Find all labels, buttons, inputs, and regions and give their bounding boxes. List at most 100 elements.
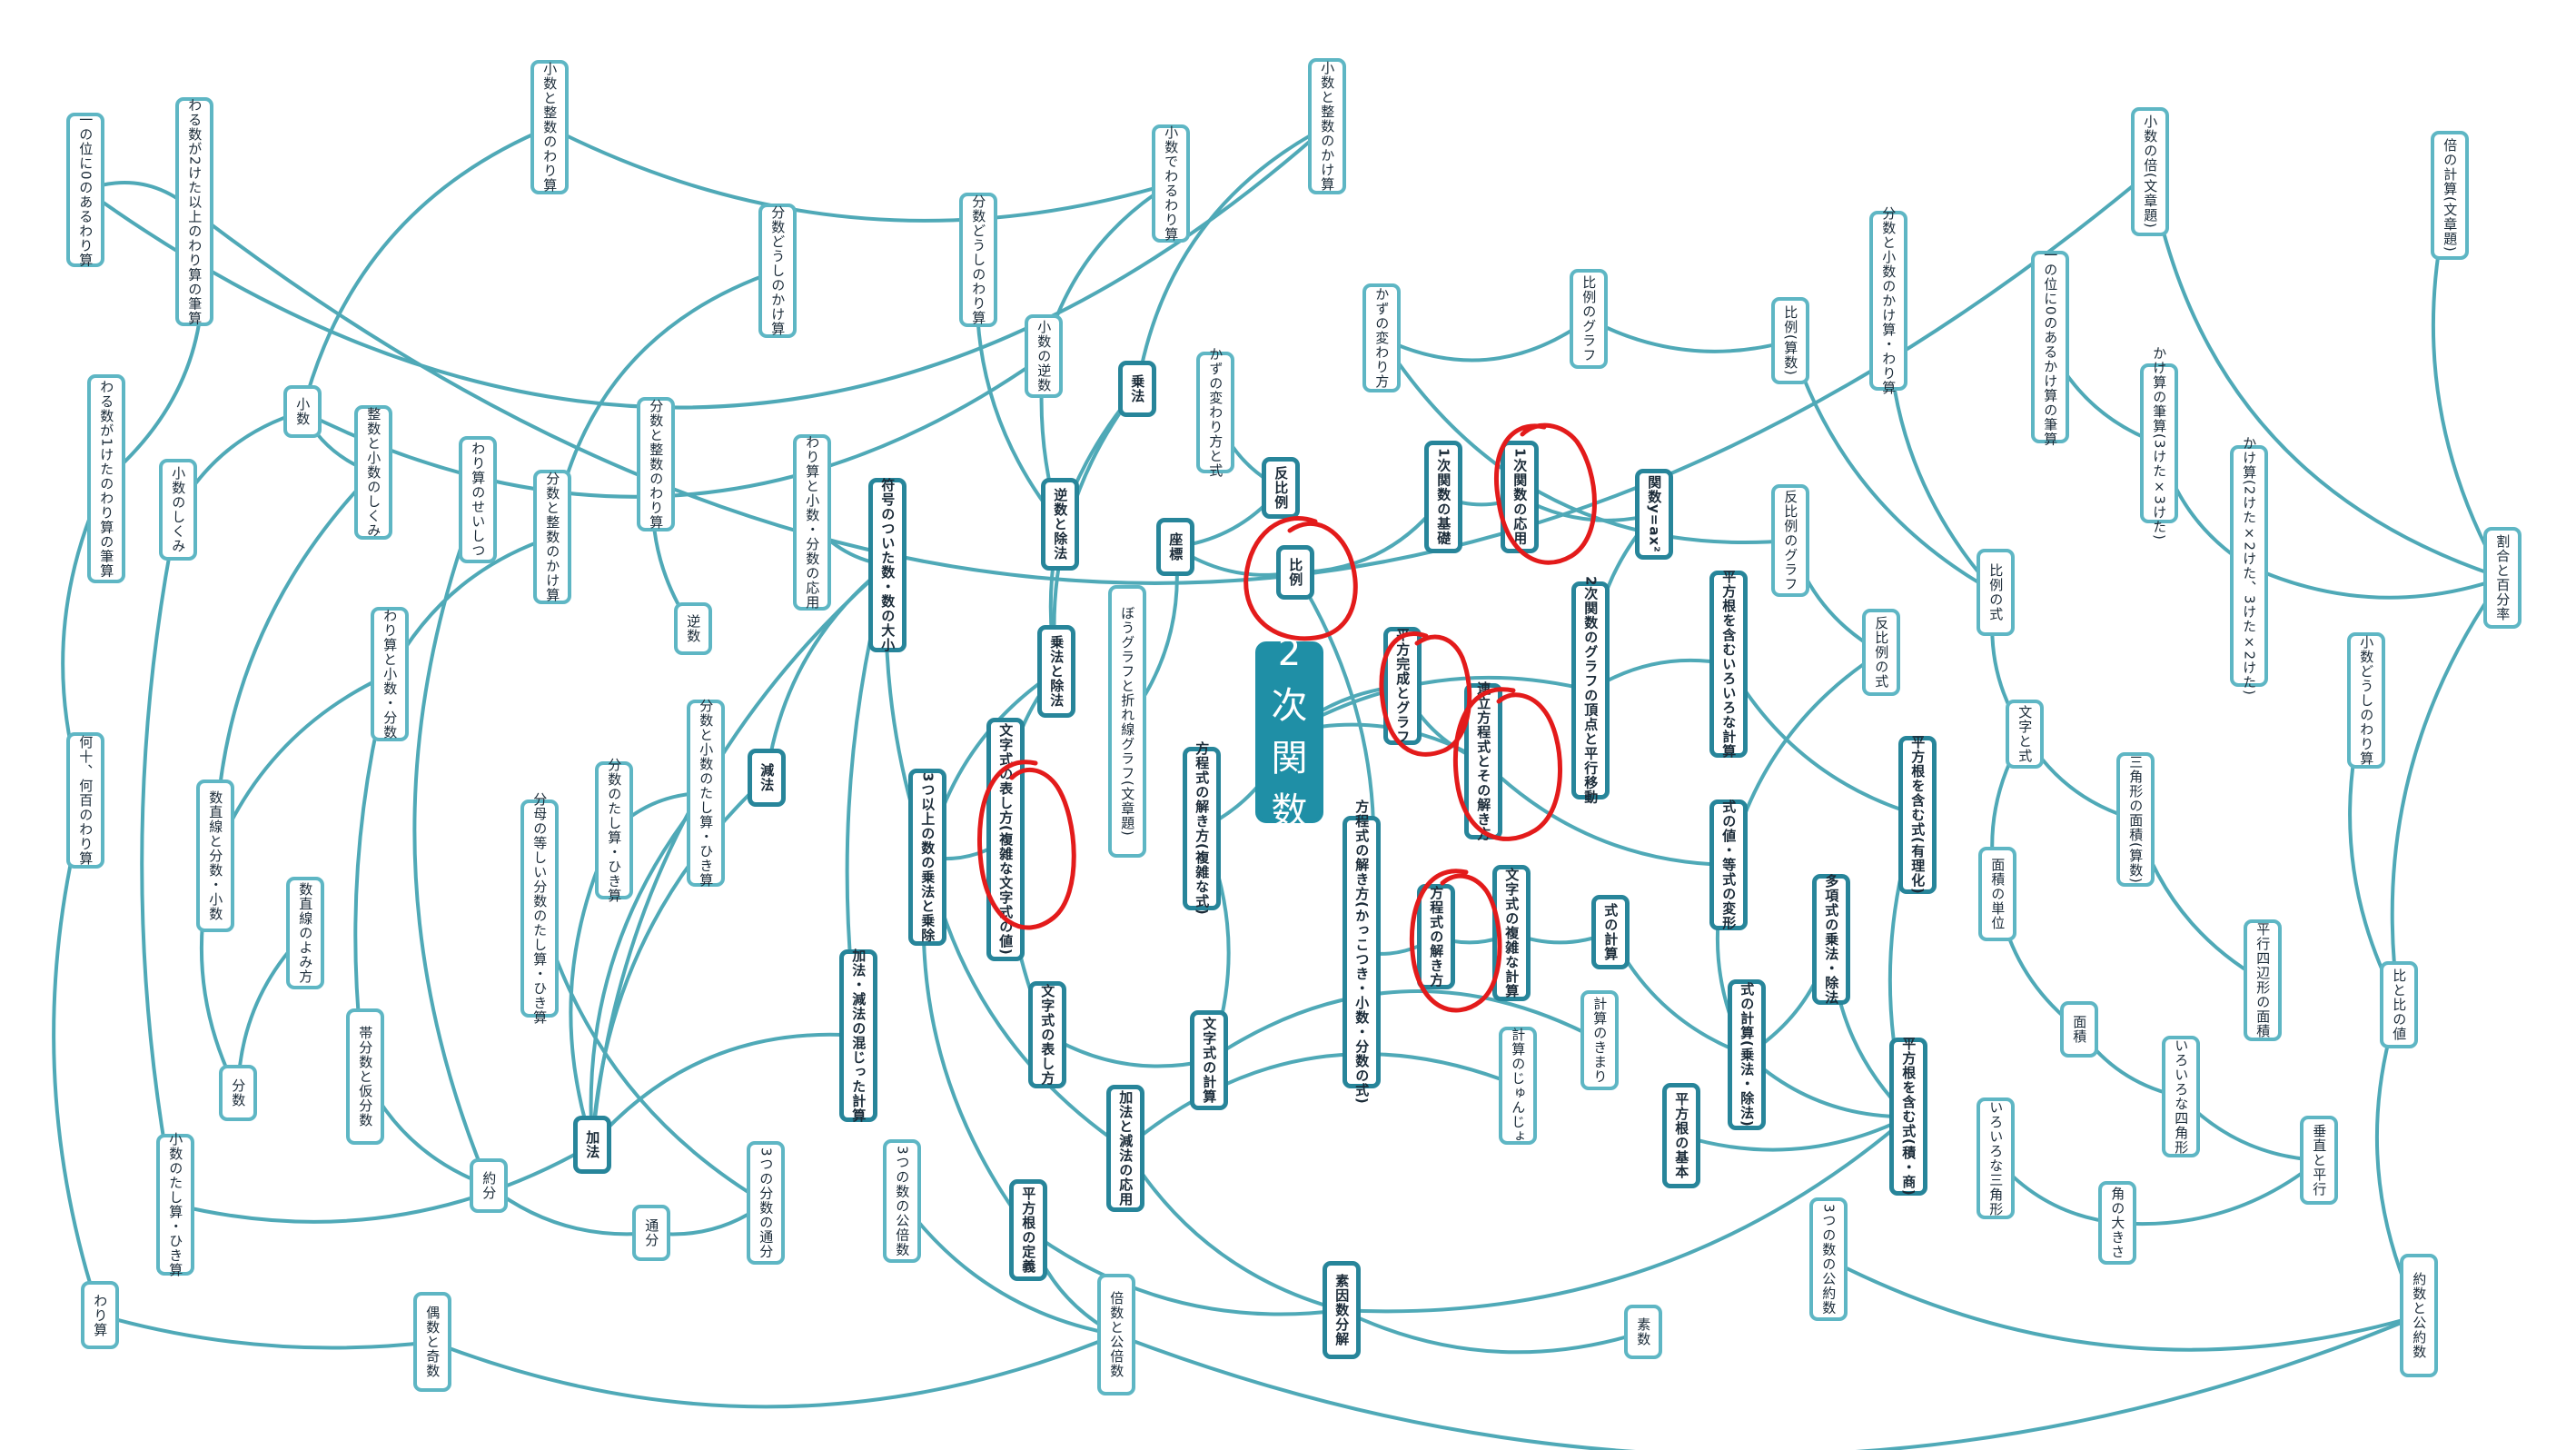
node-heihoukon-seki[interactable]: 平方根を含む式(積・商) [1889,1037,1927,1197]
node-ichi-zero-kake[interactable]: 一の位に0のあるかけ算の筆算 [2031,248,2069,446]
node-heihoukon-iroiro[interactable]: 平方根を含むいろいろな計算 [1709,570,1748,759]
node-1ji-oyo[interactable]: 1次関数の応用 [1501,441,1539,553]
node-warizan-shosu-oyo[interactable]: わり算と小数・分数の応用 [793,434,831,611]
node-menseki-tani[interactable]: 面積の単位 [1978,847,2016,941]
node-taibunsu[interactable]: 帯分数と仮分数 [346,1008,384,1145]
node-houteishiki-toki[interactable]: 方程式の解き方 [1417,884,1455,989]
node-bunsu-shosu-kake[interactable]: 分数と小数のかけ算・わり算 [1869,206,1907,395]
node-suchokusen[interactable]: 数直線と分数・小数 [196,780,234,932]
node-3kobaisu[interactable]: 3つの数の公倍数 [883,1139,921,1263]
node-kansu-ax2[interactable]: 関数y=ax² [1635,469,1673,560]
node-kake-hissan[interactable]: かけ算の筆算(3けた×3けた) [2140,346,2178,541]
node-3yakusu[interactable]: 3つの数の公約数 [1809,1197,1848,1321]
node-sankaku-menseki[interactable]: 三角形の面積(算数) [2116,752,2155,887]
node-bunbo[interactable]: 分母の等しい分数のたし算・ひき算 [520,792,559,1025]
node-2ji-graph[interactable]: 2次関数のグラフの頂点と平行移動 [1571,576,1610,805]
node-shosu-tashi[interactable]: 小数のたし算・ひき算 [156,1132,194,1277]
node-bunsu-shosu-tashi[interactable]: 分数と小数のたし算・ひき算 [687,699,725,888]
node-hirei-sansu[interactable]: 比例(算数) [1771,297,1809,384]
node-heikou-shihen[interactable]: 平行四辺形の面積 [2244,919,2282,1041]
node-warizan-seishitsu[interactable]: わり算のせいしつ [459,436,497,563]
node-ichi-zero-warizan[interactable]: 一の位に0のあるわり算 [66,113,104,267]
node-yakubun[interactable]: 約分 [470,1158,508,1213]
node-warizan-shosu-bunsu[interactable]: わり算と小数・分数 [371,607,409,741]
node-fugou[interactable]: 符号のついた数・数の大小 [868,478,907,652]
node-heihoukon-yuurika[interactable]: 平方根を含む式(有理化) [1898,735,1937,895]
node-3ijou[interactable]: 3つ以上の数の乗法と乗除 [908,769,946,946]
node-genpou[interactable]: 減法 [748,749,786,807]
node-bou-graph[interactable]: ぼうグラフと折れ線グラフ(文章題) [1108,585,1146,858]
node-guusu[interactable]: 偶数と奇数 [413,1292,451,1392]
node-hanpirei[interactable]: 反比例 [1262,457,1300,519]
node-bunsu-doushi-kake[interactable]: 分数どうしのかけ算 [758,204,797,338]
node-shiki-atai[interactable]: 式の値・等式の変形 [1709,799,1748,930]
node-moji-to-shiki[interactable]: 文字と式 [2006,700,2044,769]
node-bai-keisan[interactable]: 倍の計算(文章題) [2431,131,2469,260]
node-moji-keisan[interactable]: 文字式の計算 [1190,1010,1228,1110]
node-waru-2keta[interactable]: わる数が2けた以上のわり算の筆算 [175,97,213,326]
node-bunsu[interactable]: 分数 [219,1065,257,1121]
node-hi[interactable]: 比と比の値 [2380,961,2418,1048]
node-shosu-gyakusu[interactable]: 小数の逆数 [1025,314,1063,398]
node-shiki-keisan[interactable]: 式の計算 [1591,895,1630,969]
node-gyakusu[interactable]: 逆数 [674,602,712,655]
node-heihoukon-kihon[interactable]: 平方根の基本 [1662,1083,1700,1188]
node-shiki-keisan-jouhou[interactable]: 式の計算(乗法・除法) [1728,979,1766,1130]
node-sosu[interactable]: 素数 [1624,1305,1662,1359]
node-heihoukansei[interactable]: 平方完成とグラフ [1383,627,1422,745]
node-kakezan-2keta[interactable]: かけ算(2けた×2けた、3けた×2けた) [2230,436,2268,696]
node-shosu-seisu-warizan[interactable]: 小数と整数のわり算 [530,60,569,194]
node-shosu-de-waru[interactable]: 小数でわるわり算 [1152,124,1190,243]
node-bunsu-doushi-wari[interactable]: 分数どうしのわり算 [959,193,997,327]
node-shosu-shikumi[interactable]: 小数のしくみ [159,459,197,561]
node-houteishiki-kakko[interactable]: 方程式の解き方(かっこつき・小数・分数の式) [1342,799,1381,1105]
node-wariai[interactable]: 割合と百分率 [2483,527,2522,629]
node-hanpirei-shiki[interactable]: 反比例の式 [1862,609,1900,696]
node-jouhou[interactable]: 乗法 [1118,361,1156,417]
node-jouhou-johou[interactable]: 乗法と除法 [1037,625,1075,718]
node-houteishiki-fukuzatsu[interactable]: 方程式の解き方(複雑な式) [1183,741,1221,916]
node-nanjuu-warizan[interactable]: 何十、何百のわり算 [66,732,104,869]
node-kagen-oyo[interactable]: 加法と減法の応用 [1106,1085,1144,1212]
node-kazu-henwari[interactable]: かずの変わり方 [1362,283,1401,392]
node-hanpirei-graph[interactable]: 反比例のグラフ [1771,484,1809,597]
node-bunsu-seisu-kake[interactable]: 分数と整数のかけ算 [533,470,571,604]
node-renritsu[interactable]: 連立方程式とその解き方 [1464,681,1502,841]
node-zahyou[interactable]: 座標 [1156,518,1194,576]
node-3bunsu-tsubun[interactable]: 3つの分数の通分 [747,1141,785,1265]
node-kahou[interactable]: 加法 [573,1116,611,1174]
node-suchokusen-yomi[interactable]: 数直線のよみ方 [286,877,324,989]
node-waru-1keta[interactable]: わる数が1けたのわり算の筆算 [87,374,125,583]
node-keisan-junjo[interactable]: 計算のじゅんじょ [1499,1027,1537,1145]
node-kaku-ookisa[interactable]: 角の大きさ [2098,1181,2136,1265]
node-takou[interactable]: 多項式の乗法・除法 [1812,874,1850,1005]
node-heihoukon-teigi[interactable]: 平方根の定義 [1009,1179,1047,1281]
node-hirei[interactable]: 比例 [1276,545,1314,600]
node-1ji-kiso[interactable]: 1次関数の基礎 [1424,441,1462,553]
node-bunsu-tashi[interactable]: 分数のたし算・ひき算 [595,758,633,903]
node-seisu-shosu-shikumi[interactable]: 整数と小数のしくみ [354,405,392,540]
node-bunsu-seisu-wari[interactable]: 分数と整数のわり算 [637,397,675,531]
node-menseki[interactable]: 面積 [2060,1001,2098,1058]
node-2ji-kansu[interactable]: 2次関数 [1255,632,1323,832]
node-moji-hyou[interactable]: 文字式の表し方 [1028,981,1066,1088]
node-yakusu[interactable]: 約数と公約数 [2400,1254,2438,1377]
node-baisu[interactable]: 倍数と公倍数 [1097,1274,1135,1395]
node-shosu[interactable]: 小数 [283,385,322,438]
node-shosu-seisu-kake[interactable]: 小数と整数のかけ算 [1308,58,1346,194]
node-gyakusu-johou[interactable]: 逆数と除法 [1041,478,1079,571]
node-iroiro-sankaku[interactable]: いろいろな三角形 [1977,1097,2015,1219]
node-hirei-shiki[interactable]: 比例の式 [1977,549,2015,636]
node-keisan-kimari[interactable]: 計算のきまり [1580,990,1619,1090]
node-suichoku[interactable]: 垂直と平行 [2300,1116,2338,1205]
node-moji-hyou-fukuzatsu[interactable]: 文字式の表し方(複雑な文字式の値) [986,718,1025,961]
node-hirei-graph[interactable]: 比例のグラフ [1570,269,1608,369]
node-kagen-konjiri[interactable]: 加法・減法の混じった計算 [839,948,877,1123]
node-iroiro-shikaku[interactable]: いろいろな四角形 [2162,1036,2200,1157]
node-tsubun[interactable]: 通分 [632,1205,670,1261]
node-shosu-bai[interactable]: 小数の倍(文章題) [2131,107,2169,236]
node-shosu-doushi-wari[interactable]: 小数どうしのわり算 [2347,632,2385,769]
node-warizan[interactable]: わり算 [81,1281,119,1349]
node-moji-fukuzatsu-keisan[interactable]: 文字式の複雑な計算 [1492,865,1531,1001]
node-kazu-henwari-shiki[interactable]: かずの変わり方と式 [1196,347,1234,478]
